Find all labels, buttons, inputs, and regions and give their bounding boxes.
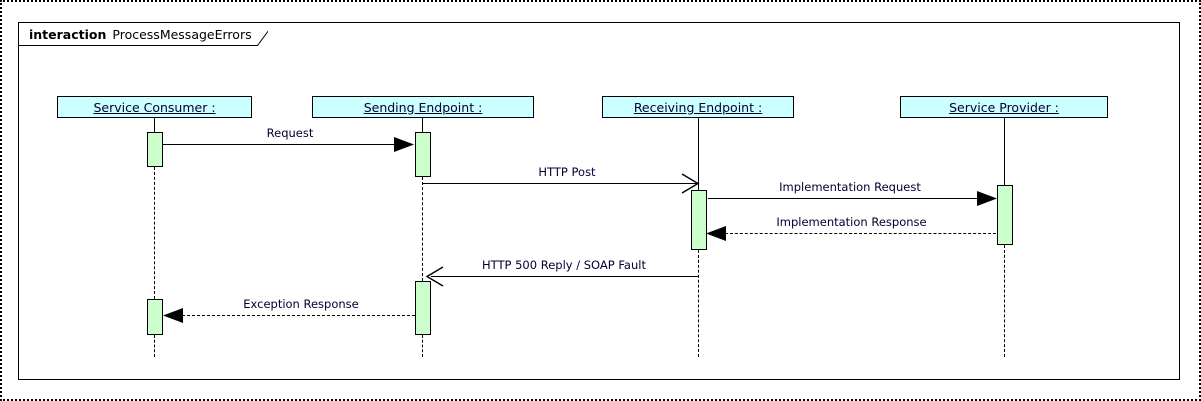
- message-label-implementation-request: Implementation Request: [779, 180, 921, 194]
- activation-sending-endpoint-2[interactable]: [415, 281, 431, 335]
- message-arrowhead-http-post: [681, 173, 700, 194]
- lifeline-stem-service-provider: [1004, 245, 1005, 357]
- interaction-name: ProcessMessageErrors: [112, 27, 252, 42]
- lifeline-stem-sending-endpoint: [422, 177, 423, 281]
- message-label-http-post: HTTP Post: [538, 165, 596, 179]
- lifeline-label-service-consumer: Service Consumer :: [93, 99, 216, 115]
- message-label-http-500-reply: HTTP 500 Reply / SOAP Fault: [482, 258, 646, 272]
- message-label-exception-response: Exception Response: [243, 297, 359, 311]
- message-line-http-post[interactable]: [423, 183, 697, 184]
- lifeline-stem-sending-endpoint-top: [422, 118, 423, 132]
- activation-sending-endpoint-1[interactable]: [415, 132, 431, 177]
- lifeline-stem-service-consumer-top: [154, 118, 155, 132]
- lifeline-stem-service-consumer-bottom: [154, 335, 155, 357]
- lifeline-stem-service-consumer: [154, 167, 155, 299]
- lifeline-header-service-consumer[interactable]: Service Consumer :: [57, 96, 252, 118]
- lifeline-stem-receiving-endpoint-top: [698, 118, 699, 190]
- lifeline-label-receiving-endpoint: Receiving Endpoint :: [633, 99, 763, 115]
- lifeline-label-sending-endpoint: Sending Endpoint :: [363, 99, 483, 115]
- activation-receiving-endpoint-1[interactable]: [691, 190, 707, 250]
- message-line-http-500-reply[interactable]: [431, 276, 698, 277]
- lifeline-stem-receiving-endpoint: [698, 250, 699, 357]
- message-arrowhead-implementation-request: [977, 191, 997, 206]
- lifeline-stem-service-provider-top: [1004, 118, 1005, 185]
- message-line-request[interactable]: [163, 144, 406, 145]
- message-arrowhead-request: [394, 137, 414, 152]
- interaction-frame-label: interaction ProcessMessageErrors: [18, 22, 258, 46]
- lifeline-header-service-provider[interactable]: Service Provider :: [900, 96, 1108, 118]
- lifeline-stem-sending-endpoint-bottom: [422, 335, 423, 357]
- activation-service-consumer-2[interactable]: [147, 299, 163, 335]
- activation-service-provider-1[interactable]: [997, 185, 1013, 245]
- activation-service-consumer-1[interactable]: [147, 132, 163, 167]
- interaction-keyword: interaction: [29, 27, 107, 42]
- lifeline-header-sending-endpoint[interactable]: Sending Endpoint :: [312, 96, 534, 118]
- message-line-implementation-response[interactable]: [725, 233, 996, 234]
- message-label-request: Request: [266, 126, 314, 140]
- message-label-implementation-response: Implementation Response: [776, 215, 927, 229]
- lifeline-header-receiving-endpoint[interactable]: Receiving Endpoint :: [602, 96, 794, 118]
- message-arrowhead-implementation-response: [706, 226, 726, 241]
- message-arrowhead-exception-response: [163, 308, 183, 323]
- message-arrowhead-http-500-reply: [425, 266, 444, 287]
- message-line-implementation-request[interactable]: [708, 198, 989, 199]
- message-line-exception-response[interactable]: [182, 315, 415, 316]
- lifeline-label-service-provider: Service Provider :: [949, 99, 1059, 115]
